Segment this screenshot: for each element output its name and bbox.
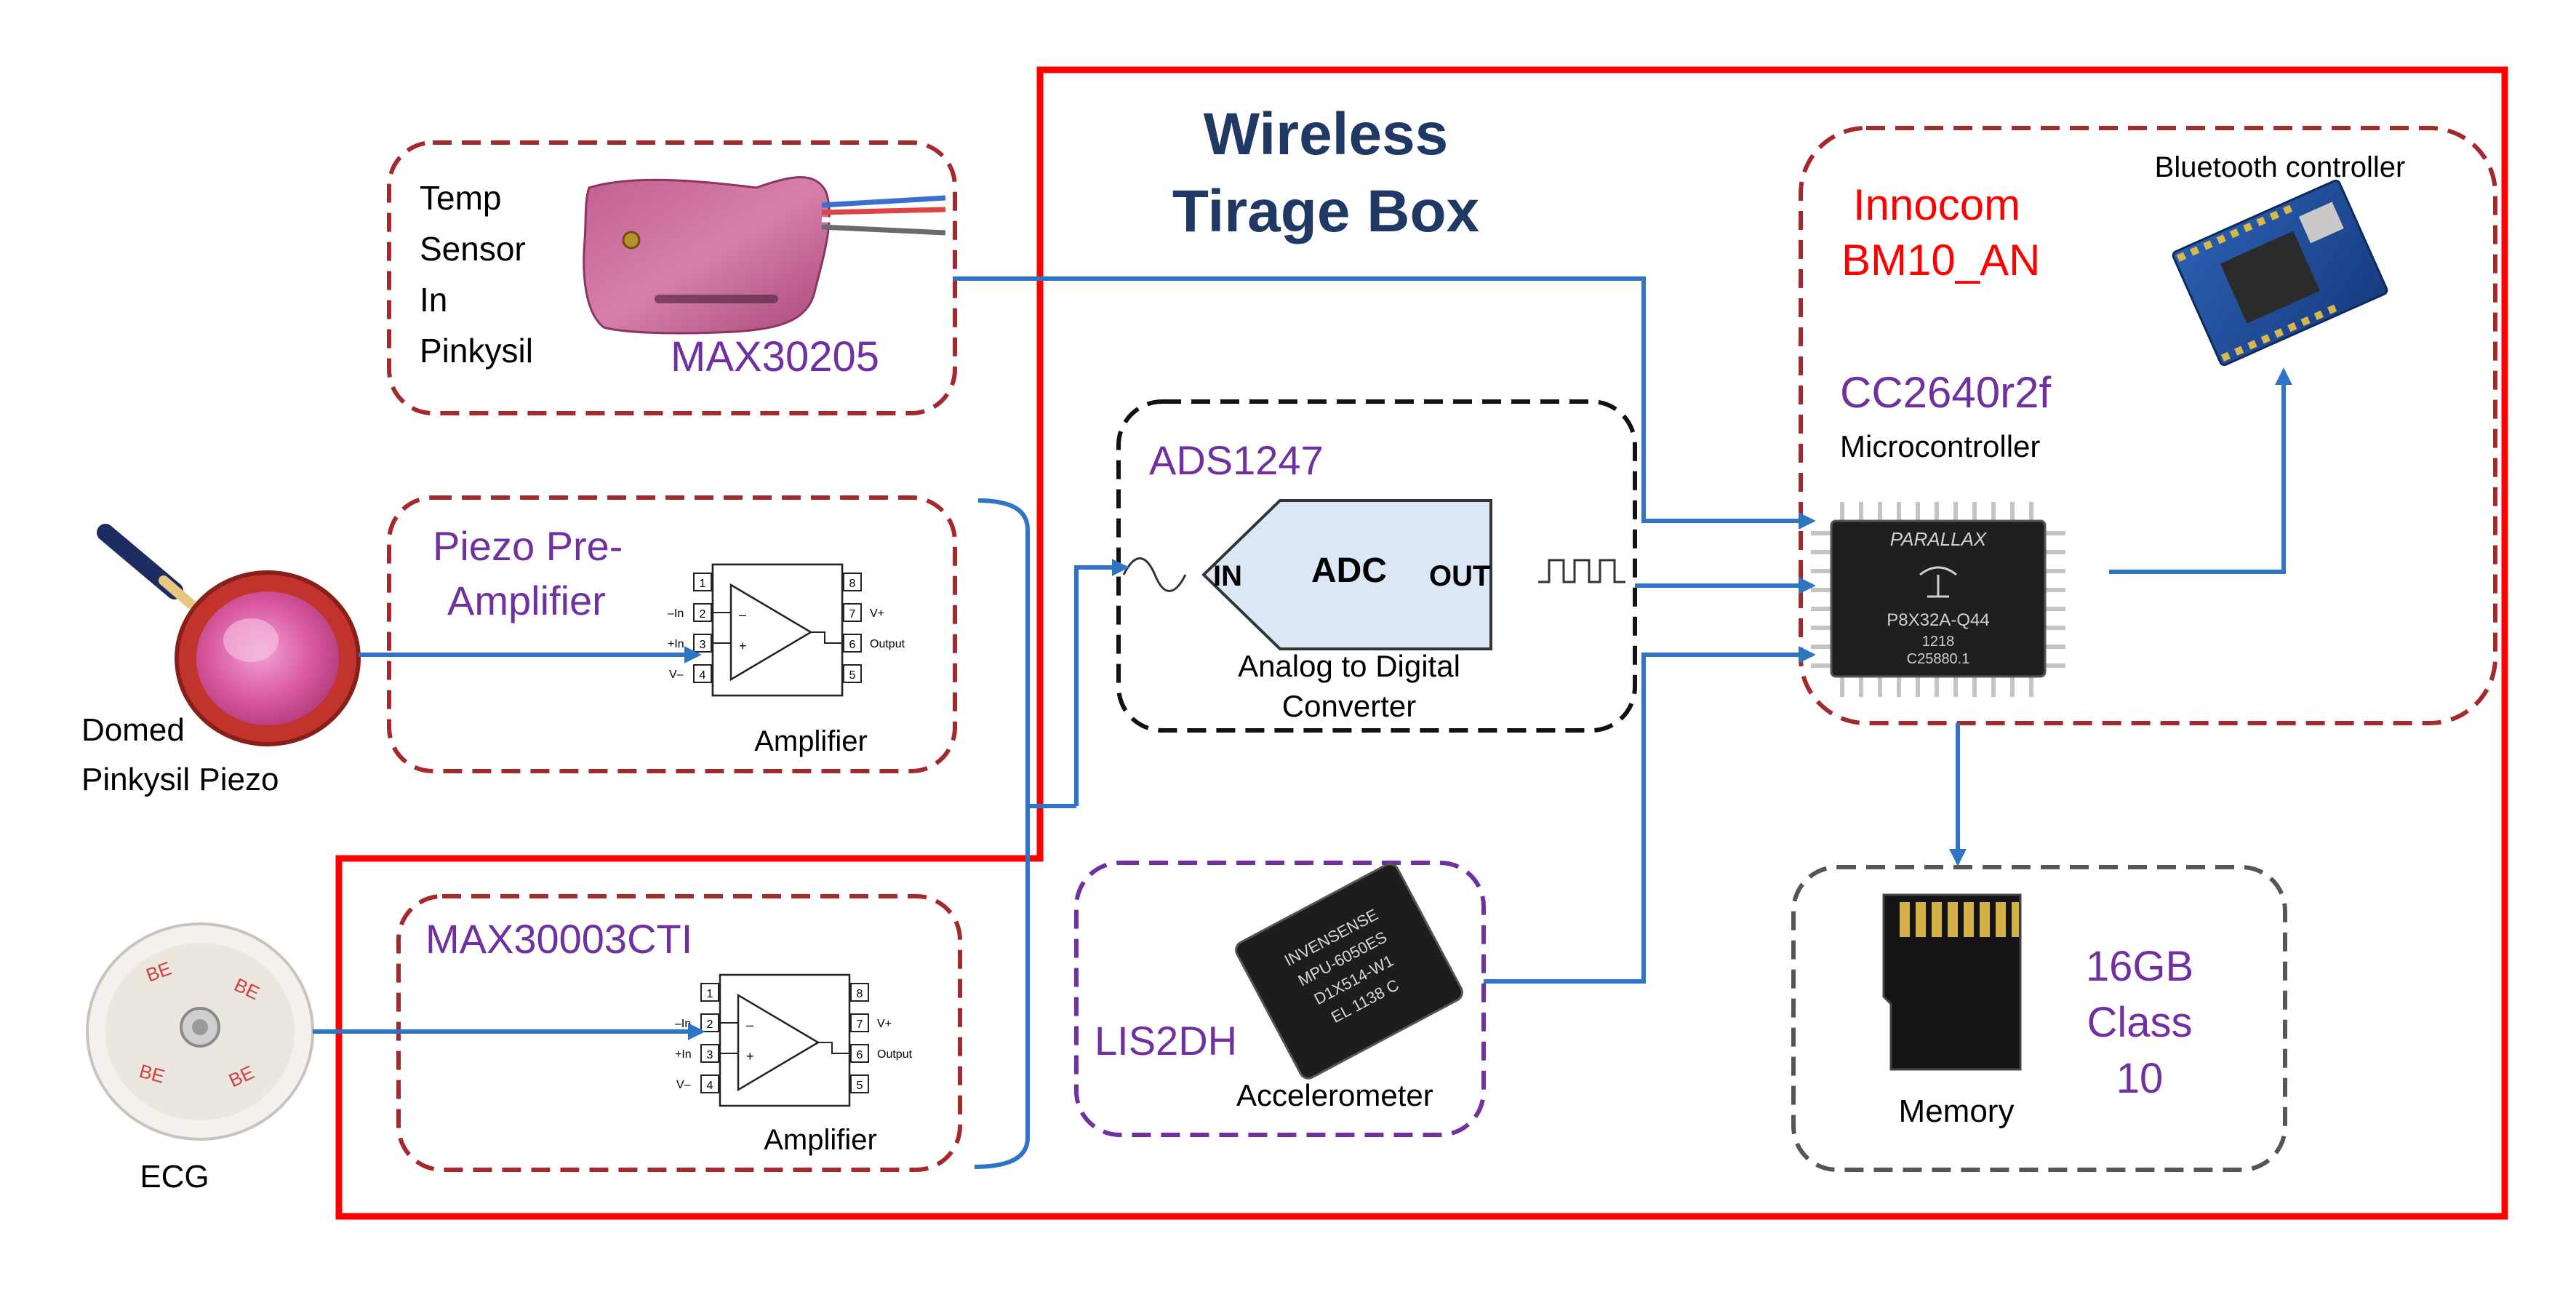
svg-text:Output: Output: [870, 638, 905, 650]
svg-text:–: –: [746, 1018, 753, 1032]
accel-frame: [1074, 861, 1486, 1137]
opamp-icon: – + 1 2 3 4 8 7 6 5 –In +In V– V+ Output: [675, 973, 913, 1107]
svg-text:+: +: [739, 639, 747, 653]
svg-text:7: 7: [849, 608, 856, 621]
adc-in-label: IN: [1213, 560, 1242, 592]
mcu-caption: Microcontroller: [1840, 429, 2040, 463]
svg-text:V–: V–: [676, 1079, 691, 1091]
adc-block: [1201, 499, 1492, 650]
memory-group: Memory 16GB Class 10: [1791, 865, 2287, 1172]
ecg-amp-chip-label: MAX30003CTI: [425, 916, 692, 962]
microcontroller-chip-icon: PARALLAX P8X32A-Q44 1218 C25880.1: [1811, 502, 2065, 697]
svg-text:4: 4: [707, 1080, 713, 1092]
svg-text:Output: Output: [877, 1048, 913, 1061]
memory-frame: [1791, 865, 2287, 1172]
arrow-mcu-to-bluetooth: [2109, 367, 2292, 574]
svg-text:3: 3: [700, 639, 706, 651]
adc-chip-label: ADS1247: [1149, 437, 1324, 483]
adc-caption-line2: Converter: [1282, 689, 1416, 723]
svg-text:5: 5: [857, 1080, 863, 1092]
wireless-box-boundary: [335, 66, 2508, 1220]
svg-text:5: 5: [849, 669, 856, 682]
temp-sensor-frame: [387, 140, 957, 415]
module-frame: [1799, 126, 2497, 725]
temp-sensor-group: Temp Sensor In Pinkysil MAX30205: [387, 140, 957, 415]
svg-text:4: 4: [700, 669, 706, 682]
svg-text:8: 8: [857, 988, 863, 1000]
sine-wave-icon: [1122, 557, 1187, 592]
adc-out-label: OUT: [1429, 560, 1490, 592]
piezo-amp-caption: Amplifier: [754, 725, 868, 757]
svg-text:3: 3: [707, 1049, 713, 1061]
domed-piezo-photo: [97, 524, 361, 746]
svg-text:+In: +In: [668, 638, 684, 650]
temp-desc-line-4: Pinkysil: [420, 332, 533, 370]
temp-desc-line-1: Temp: [420, 179, 501, 217]
arrow-piezo-amp-merge: [977, 498, 1076, 808]
microsd-card-icon: [1882, 893, 2022, 1071]
piezo-amp-title-line1: Piezo Pre-: [433, 523, 623, 569]
adc-core-label: ADC: [1311, 551, 1387, 590]
piezo-amp-group: Piezo Pre- Amplifier – + 1 2 3 4 8 7 6 5…: [387, 495, 957, 773]
opamp-icon: – + 1 2 3 4 8 7 6 5 –In +In V– V+ Output: [668, 563, 905, 697]
svg-text:7: 7: [857, 1018, 863, 1031]
piezo-amp-title-line2: Amplifier: [447, 578, 606, 623]
svg-text:8: 8: [849, 578, 856, 590]
accel-chip-label: LIS2DH: [1095, 1018, 1237, 1064]
box-title-line2: Tirage Box: [1172, 178, 1479, 244]
domed-piezo-label-line1: Domed: [81, 712, 185, 748]
svg-text:–In: –In: [675, 1018, 691, 1030]
adc-group: ADS1247 IN ADC OUT Analog to Digital Con…: [1116, 399, 1637, 733]
svg-text:V+: V+: [877, 1018, 892, 1030]
module-group: Innocom BM10_AN Bluetooth controller CC2…: [1799, 126, 2497, 725]
svg-text:6: 6: [849, 639, 856, 651]
temp-desc-line-2: Sensor: [420, 230, 526, 268]
arrow-ecg-amp-merge: [974, 806, 1030, 1169]
svg-text:1218: 1218: [1922, 634, 1955, 650]
svg-text:V–: V–: [669, 669, 684, 681]
svg-text:PARALLAX: PARALLAX: [1890, 528, 1988, 550]
ecg-electrode-photo: BE BE BE BE: [86, 922, 314, 1141]
adc-caption-line1: Analog to Digital: [1238, 649, 1460, 683]
accel-group: INVENSENSE MPU-6050ES D1X514-W1 EL 1138 …: [1074, 861, 1486, 1137]
accelerometer-chip-icon: INVENSENSE MPU-6050ES D1X514-W1 EL 1138 …: [1235, 863, 1463, 1080]
temp-sensor-photo: [583, 176, 946, 335]
temp-desc-line-3: In: [420, 281, 447, 319]
piezo-amp-frame: [387, 495, 957, 773]
svg-text:+In: +In: [675, 1048, 692, 1061]
accel-caption: Accelerometer: [1236, 1078, 1433, 1112]
memory-size-line1: 16GB: [2086, 943, 2193, 990]
svg-text:2: 2: [707, 1018, 713, 1031]
arrow-accel-to-mcu: [1484, 646, 1816, 984]
svg-text:+: +: [746, 1049, 754, 1064]
bluetooth-caption: Bluetooth controller: [2155, 151, 2406, 183]
box-title-line1: Wireless: [1204, 101, 1449, 167]
ecg-label: ECG: [140, 1159, 209, 1195]
svg-text:P8X32A-Q44: P8X32A-Q44: [1887, 610, 1989, 630]
module-brand-line2: BM10_AN: [1841, 236, 2040, 284]
memory-size-line3: 10: [2116, 1055, 2164, 1102]
svg-text:6: 6: [857, 1049, 863, 1061]
svg-text:2: 2: [700, 608, 706, 621]
svg-text:1: 1: [700, 578, 706, 590]
svg-text:–: –: [739, 607, 746, 622]
svg-text:V+: V+: [870, 607, 884, 620]
memory-size-line2: Class: [2087, 999, 2192, 1046]
svg-text:C25880.1: C25880.1: [1907, 651, 1970, 667]
temp-sensor-chip-label: MAX30205: [671, 333, 879, 380]
bluetooth-board-icon: [2172, 179, 2388, 367]
arrow-temp-to-mcu: [953, 276, 1816, 530]
module-brand-line1: Innocom: [1853, 180, 2020, 229]
svg-text:1: 1: [707, 988, 713, 1000]
mcu-chip-label: CC2640r2f: [1840, 368, 2051, 417]
ecg-amp-group: MAX30003CTI – + 1 2 3 4 8 7 6 5 –In +In …: [396, 894, 962, 1172]
domed-piezo-label-line2: Pinkysil Piezo: [81, 762, 279, 797]
ecg-amp-caption: Amplifier: [764, 1124, 877, 1156]
arrow-merge-to-adc: [1074, 559, 1129, 806]
memory-caption: Memory: [1899, 1093, 2015, 1129]
square-wave-icon: [1538, 559, 1625, 583]
svg-text:–In: –In: [668, 607, 684, 620]
